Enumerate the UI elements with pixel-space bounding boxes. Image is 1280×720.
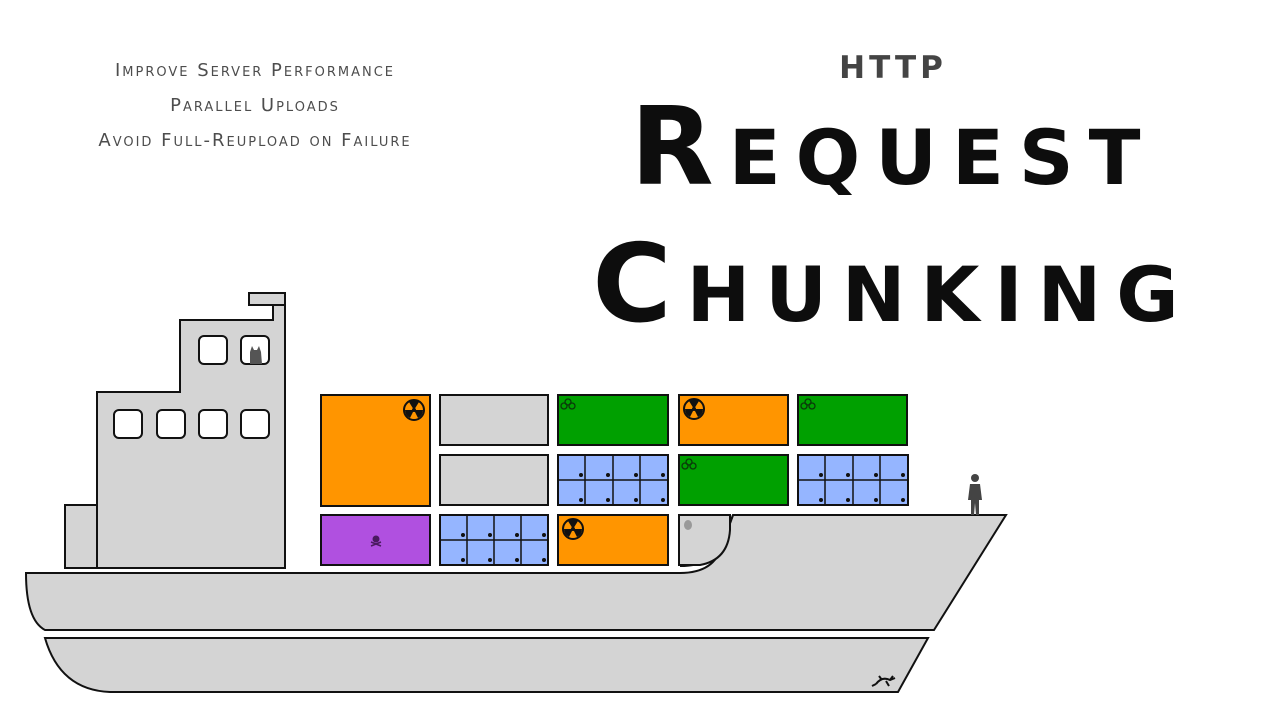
title-line-1: Request <box>630 85 1156 210</box>
radiation-icon <box>683 398 705 420</box>
window <box>198 335 228 365</box>
container-green <box>557 394 669 446</box>
person-icon <box>968 474 982 515</box>
skull-icon <box>370 535 382 547</box>
container-grey-curved <box>678 514 731 566</box>
biohazard-icon <box>560 398 576 410</box>
container-grey <box>439 394 549 446</box>
subtitle: HTTP <box>839 50 947 86</box>
window <box>156 409 186 439</box>
biohazard-icon <box>800 398 816 410</box>
feature-item: Avoid Full-Reupload on Failure <box>98 130 412 151</box>
feature-item: Improve Server Performance <box>114 60 396 81</box>
biohazard-icon <box>681 458 697 470</box>
upper-hull <box>24 514 1008 631</box>
feature-item: Parallel Uploads <box>170 95 340 116</box>
window <box>240 409 270 439</box>
title-line-2: Chunking <box>592 222 1194 347</box>
radiation-icon <box>403 399 425 421</box>
container-grey <box>439 454 549 506</box>
container-green <box>797 394 908 446</box>
alien-icon <box>684 520 692 530</box>
radiation-icon <box>562 518 584 540</box>
lower-hull <box>43 637 930 693</box>
window <box>113 409 143 439</box>
container-green <box>678 454 789 506</box>
cat-icon <box>250 346 262 364</box>
bridge <box>96 292 286 569</box>
feature-list: Improve Server Performance Parallel Uplo… <box>0 60 510 165</box>
gecko-icon <box>871 675 896 687</box>
window <box>198 409 228 439</box>
